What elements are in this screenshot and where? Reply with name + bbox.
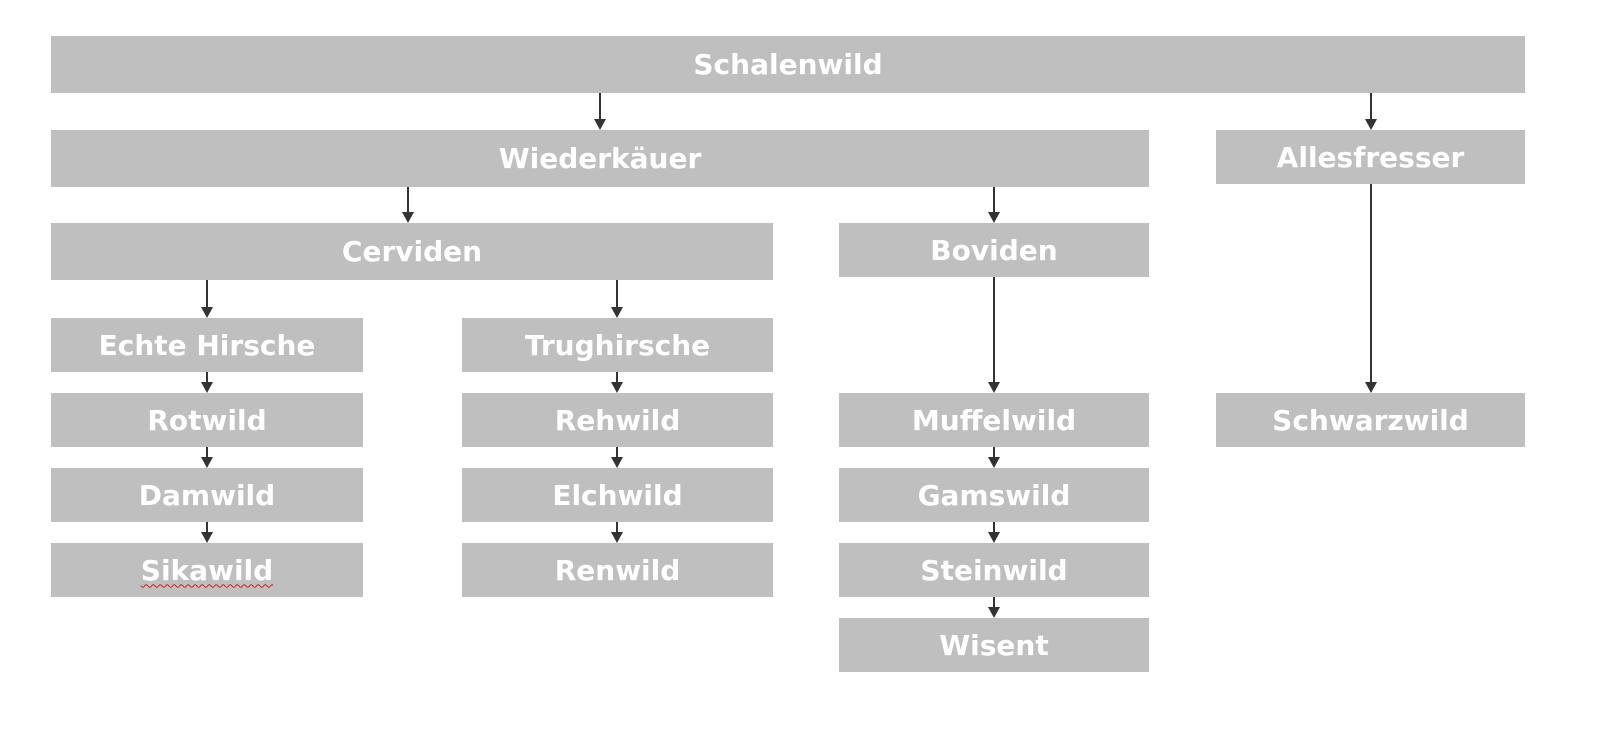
node-label-muffelwild: Muffelwild [911,403,1077,437]
node-wiederkaeuer: Wiederkäuer [51,130,1149,187]
node-label-schalenwild: Schalenwild [693,48,883,81]
arrow-steinwild-to-wisent [988,597,1000,618]
arrow-damwild-to-sikawild [201,522,213,543]
arrow-head [611,382,623,393]
arrow-trughirsche-to-rehwild [611,372,623,393]
arrow-cerviden-to-echte_hirsche [201,280,213,318]
node-label-sikawild: Sikawild [140,553,274,587]
arrow-wiederkaeuer-to-boviden [988,187,1000,223]
node-label-boviden: Boviden [930,233,1058,267]
arrow-head [201,532,213,543]
node-sikawild: Sikawild [51,543,363,597]
node-label-rotwild: Rotwild [147,403,267,437]
node-label-steinwild: Steinwild [920,553,1068,587]
arrow-head [201,307,213,318]
node-boviden: Boviden [839,223,1149,277]
arrow-head [1365,382,1377,393]
node-steinwild: Steinwild [839,543,1149,597]
arrow-head [988,212,1000,223]
arrow-wiederkaeuer-to-cerviden [402,187,414,223]
node-label-wisent: Wisent [939,628,1049,662]
arrow-head [201,382,213,393]
node-label-damwild: Damwild [138,478,276,512]
arrow-head [1365,119,1377,130]
arrow-head [988,607,1000,618]
arrow-gamswild-to-steinwild [988,522,1000,543]
node-label-cerviden: Cerviden [341,235,483,268]
node-wisent: Wisent [839,618,1149,672]
node-echte-hirsche: Echte Hirsche [51,318,363,372]
arrow-echte_hirsche-to-rotwild [201,372,213,393]
node-label-trughirsche: Trughirsche [524,328,711,362]
node-rotwild: Rotwild [51,393,363,447]
node-muffelwild: Muffelwild [839,393,1149,447]
node-label-schwarzwild: Schwarzwild [1272,403,1469,437]
arrow-muffelwild-to-gamswild [988,447,1000,468]
arrow-head [402,212,414,223]
arrow-head [611,457,623,468]
node-label-rehwild: Rehwild [554,403,681,437]
arrow-boviden-to-muffelwild [988,277,1000,393]
node-trughirsche: Trughirsche [462,318,773,372]
arrow-elchwild-to-renwild [611,522,623,543]
arrow-cerviden-to-trughirsche [611,280,623,318]
node-label-echte-hirsche: Echte Hirsche [98,328,316,362]
arrow-head [611,532,623,543]
node-label-gamswild: Gamswild [917,478,1071,512]
arrow-rotwild-to-damwild [201,447,213,468]
node-schwarzwild: Schwarzwild [1216,393,1525,447]
node-damwild: Damwild [51,468,363,522]
node-gamswild: Gamswild [839,468,1149,522]
node-elchwild: Elchwild [462,468,773,522]
node-label-elchwild: Elchwild [552,478,683,512]
arrow-head [988,382,1000,393]
node-renwild: Renwild [462,543,773,597]
node-cerviden: Cerviden [51,223,773,280]
node-label-allesfresser: Allesfresser [1276,140,1465,174]
arrow-head [988,532,1000,543]
node-label-wiederkaeuer: Wiederkäuer [498,142,702,175]
node-rehwild: Rehwild [462,393,773,447]
arrow-allesfresser-to-schwarzwild [1365,184,1377,393]
arrow-rehwild-to-elchwild [611,447,623,468]
arrow-head [988,457,1000,468]
arrow-schalenwild-to-wiederkaeuer [594,93,606,130]
arrow-schalenwild-to-allesfresser [1365,93,1377,130]
node-allesfresser: Allesfresser [1216,130,1525,184]
node-schalenwild: Schalenwild [51,36,1525,93]
node-label-renwild: Renwild [554,553,681,587]
arrow-head [201,457,213,468]
arrow-head [611,307,623,318]
arrow-head [594,119,606,130]
